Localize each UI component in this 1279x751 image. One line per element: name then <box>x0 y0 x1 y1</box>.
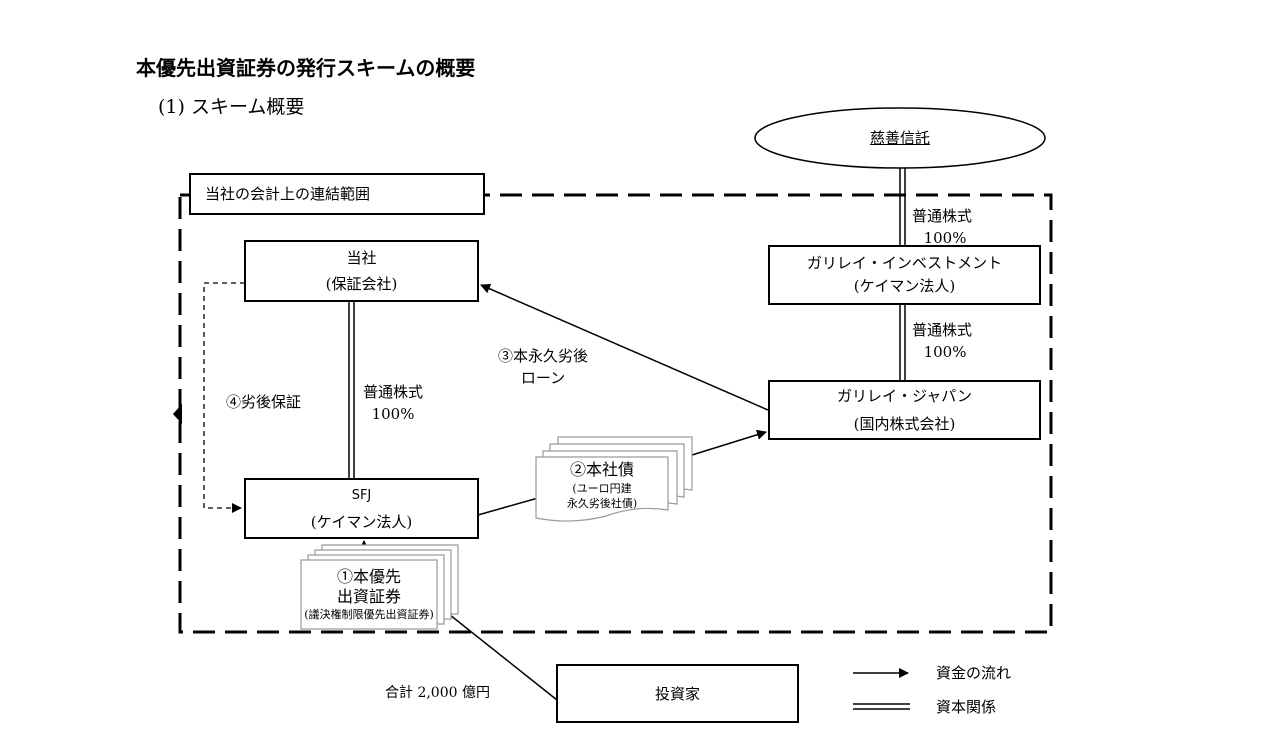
preferred-document-stack <box>300 544 459 630</box>
subordinated-guarantee-label: ④劣後保証 <box>226 393 302 411</box>
bond-to-japan-arrow <box>691 429 767 456</box>
investor-label: 投資家 <box>654 684 700 703</box>
investor-to-preferred-arrow <box>439 606 558 701</box>
boundary-marker <box>173 404 182 424</box>
galileo-japan-box: ガリレイ・ジャパン (国内株式会社) <box>768 380 1041 440</box>
company-box: 当社 (保証会社) <box>244 240 479 302</box>
capital-lines <box>348 168 906 479</box>
equity-label-trust: 普通株式 100% <box>912 207 973 247</box>
guarantee-dashed-arrow <box>203 282 245 513</box>
galileo-investment-box: ガリレイ・インベストメント (ケイマン法人) <box>768 245 1041 305</box>
bond-document-stack <box>535 436 693 522</box>
investor-box: 投資家 <box>556 664 799 723</box>
legend-capital-relation-label: 資本関係 <box>936 698 997 716</box>
sfj-to-bond-line <box>477 497 539 516</box>
sfj-box: SFJ (ケイマン法人) <box>244 478 479 539</box>
consolidation-boundary <box>178 193 1053 634</box>
company-name: 当社 <box>346 249 377 267</box>
galileo-japan-name: ガリレイ・ジャパン <box>836 387 972 405</box>
legend-capital-lines <box>853 703 910 710</box>
equity-label-sfj: 普通株式 100% <box>363 383 424 423</box>
legend-fund-flow-label: 資金の流れ <box>936 664 1012 682</box>
section-subtitle: (1) スキーム概要 <box>158 96 305 118</box>
loan-arrow <box>480 284 769 411</box>
bond-document-text: ②本社債 (ユーロ円建 永久劣後社債) <box>566 460 638 510</box>
page-title: 本優先出資証券の発行スキームの概要 <box>136 56 476 80</box>
preferred-document-text: ①本優先 出資証券 (議決権制限優先出資証券) <box>304 567 434 621</box>
galileo-japan-role: (国内株式会社) <box>853 415 956 433</box>
subordinated-loan-label: ③本永久劣後 ローン <box>498 347 589 387</box>
equity-label-investment: 普通株式 100% <box>912 321 973 361</box>
sfj-name: SFJ <box>351 487 372 503</box>
charity-trust-label: 慈善信託 <box>869 129 930 147</box>
sfj-role: (ケイマン法人) <box>310 512 413 531</box>
total-amount-label: 合計 2,000 億円 <box>385 685 490 701</box>
galileo-investment-name: ガリレイ・インベストメント <box>806 254 1003 272</box>
company-role: (保証会社) <box>325 275 398 293</box>
galileo-investment-role: (ケイマン法人) <box>853 277 956 295</box>
consolidation-scope-label: 当社の会計上の連結範囲 <box>189 173 485 215</box>
